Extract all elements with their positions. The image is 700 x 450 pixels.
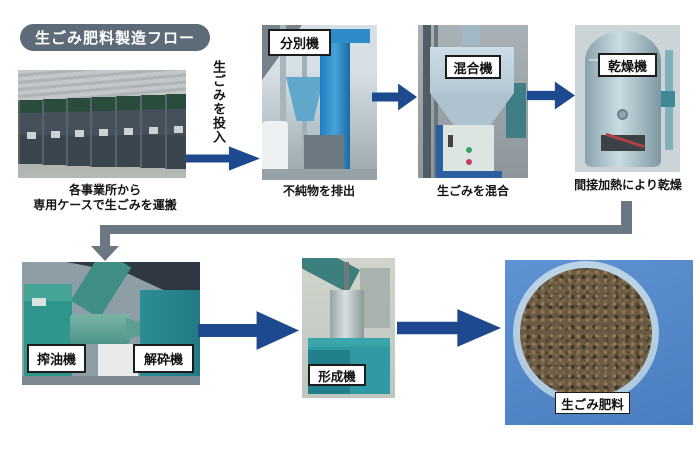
arrow-shape: [372, 83, 417, 111]
blue-frame: [436, 171, 502, 178]
mixer-funnel: [430, 93, 514, 127]
connector-left-stub: [100, 225, 110, 248]
waste-bin: [115, 96, 143, 167]
waste-bin: [18, 100, 46, 164]
separator-hopper: [286, 77, 324, 121]
arrow-shape: [186, 146, 260, 171]
mixer-duct: [462, 25, 480, 45]
green-button: [466, 147, 472, 153]
input-label: 生ごみを投入: [211, 60, 226, 144]
caption-mixer: 生ごみを混合: [436, 184, 509, 198]
conveyor: [302, 258, 361, 293]
diagram-title: 生ごみ肥料製造フロー: [20, 24, 210, 51]
arrow-right-2: [372, 83, 417, 111]
steel-cylinder: [330, 290, 364, 344]
photo-mixer: 混合機: [418, 25, 528, 178]
fertilizer-label: 生ごみ肥料: [555, 392, 630, 414]
rod: [344, 262, 349, 294]
pipe: [423, 25, 431, 178]
photo-separator: 分別機: [262, 25, 377, 180]
waste-bin: [165, 94, 186, 169]
caption-transport-line2: 専用ケースで生ごみを運搬: [33, 198, 177, 212]
arrow-shape: [397, 309, 501, 347]
waste-bin: [42, 99, 70, 165]
arrow-right-5: [397, 309, 501, 347]
photo-waste-bins: [18, 70, 186, 178]
feed-chute: [70, 262, 132, 319]
background-equipment: [360, 268, 390, 328]
connector-down-stub: [621, 201, 632, 228]
side-box: [661, 91, 675, 107]
floor: [22, 376, 200, 385]
blue-frame: [436, 125, 443, 178]
former-label: 形成機: [308, 364, 366, 386]
photo-dryer: 乾燥機: [575, 25, 680, 172]
connector-arrowhead-down: [91, 246, 119, 261]
crusher-label: 解砕機: [133, 344, 194, 373]
dryer-label: 乾燥機: [598, 53, 657, 77]
tank-slot: [601, 135, 645, 151]
waste-bin: [66, 98, 94, 166]
caption-dryer: 間接加熱により乾燥: [574, 178, 682, 192]
fertilizer-pellets: [520, 268, 652, 398]
arrow-shape: [198, 311, 299, 350]
white-bucket: [262, 121, 288, 177]
connector-horizontal: [100, 225, 632, 234]
arrow-shape: [527, 81, 575, 110]
tank-port: [617, 109, 628, 120]
caption-transport-line1: 各事業所から: [68, 183, 141, 197]
press-label: 搾油機: [27, 344, 86, 373]
floor: [262, 169, 377, 180]
photo-fertilizer: 生ごみ肥料: [505, 260, 693, 425]
pipe: [434, 25, 438, 178]
waste-bin: [140, 95, 168, 168]
arrow-right-3: [527, 81, 575, 110]
waste-bin: [90, 97, 118, 167]
cabinet-slot: [448, 135, 453, 147]
caption-transport: 各事業所から 専用ケースで生ごみを運搬: [0, 183, 210, 213]
photo-press-crusher: 搾油機 解砕機: [22, 262, 200, 385]
arrow-right-1: [186, 146, 260, 171]
press-cylinder: [70, 314, 130, 344]
frame-pole: [280, 25, 286, 175]
photo-former: 形成機: [302, 258, 395, 398]
mixer-label: 混合機: [445, 55, 501, 79]
caption-separator: 不純物を排出: [282, 184, 355, 198]
red-button: [466, 159, 472, 165]
separator-label: 分別機: [268, 29, 331, 56]
arrow-right-4: [198, 311, 299, 350]
